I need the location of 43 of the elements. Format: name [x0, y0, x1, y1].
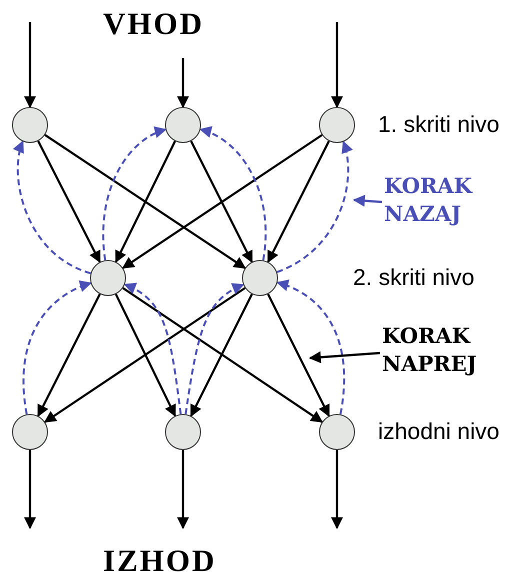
neuron-circle — [12, 107, 48, 143]
arrow — [24, 450, 36, 530]
backward-arrow — [276, 140, 352, 273]
arrow — [267, 294, 330, 417]
leader-line — [352, 194, 382, 207]
neuron-circle — [242, 260, 278, 296]
leader-line — [308, 351, 380, 364]
arrow — [122, 134, 323, 269]
arrow — [114, 140, 176, 263]
backward-arrow — [276, 280, 346, 414]
neuron-circle — [90, 260, 126, 296]
output-title: IZHOD — [103, 543, 216, 579]
neuron-circle — [165, 107, 201, 143]
layer-label: 1. skriti nivo — [378, 111, 500, 138]
arrow — [267, 140, 330, 263]
backward-arrow — [102, 127, 167, 260]
input-title: VHOD — [103, 6, 204, 42]
step-label: KORAK NAPREJ — [382, 322, 478, 378]
arrow — [177, 58, 189, 108]
layer-label: 2. skriti nivo — [353, 264, 474, 291]
neuron-circle — [319, 414, 355, 450]
arrow — [331, 450, 343, 530]
arrow — [190, 140, 253, 263]
arrow — [44, 287, 246, 423]
backward-arrow — [14, 140, 91, 274]
backward-arrow — [124, 283, 182, 414]
step-label: KORAK NAZAJ — [384, 172, 474, 228]
arrow — [122, 287, 324, 423]
neuron-circle — [12, 414, 48, 450]
arrow — [190, 294, 253, 417]
arrow — [37, 294, 101, 418]
arrow — [177, 450, 189, 530]
layer-label: izhodni nivo — [378, 418, 500, 445]
arrow — [37, 140, 101, 264]
backward-arrow — [199, 127, 267, 260]
backward-arrow — [22, 281, 92, 414]
arrow — [114, 294, 176, 417]
arrow — [24, 22, 36, 108]
neuron-circle — [319, 107, 355, 143]
neuron-circle — [165, 414, 201, 450]
arrow — [331, 22, 343, 108]
backward-arrow — [184, 284, 244, 414]
arrow — [44, 134, 246, 269]
